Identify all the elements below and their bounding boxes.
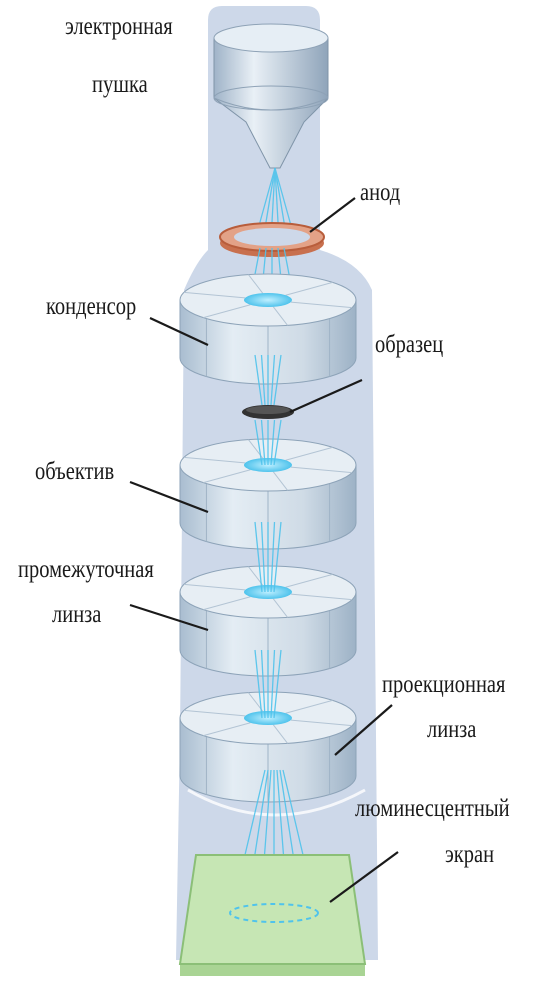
- label-screen-line1: люминесцентный: [355, 794, 510, 824]
- label-screen-line2: экран: [445, 840, 494, 870]
- label-intermediate-line2: линза: [52, 600, 101, 630]
- label-projection-line2: линза: [427, 715, 476, 745]
- label-intermediate-line1: промежуточная: [18, 555, 154, 585]
- label-specimen: образец: [375, 330, 443, 360]
- label-condenser: конденсор: [46, 292, 136, 322]
- fluorescent-screen: [180, 855, 365, 976]
- label-anode: анод: [360, 178, 400, 208]
- label-objective: объектив: [35, 457, 114, 487]
- label-electron-gun-line2: пушка: [92, 70, 148, 100]
- label-projection-line1: проекционная: [382, 670, 505, 700]
- label-electron-gun-line1: электронная: [65, 12, 173, 42]
